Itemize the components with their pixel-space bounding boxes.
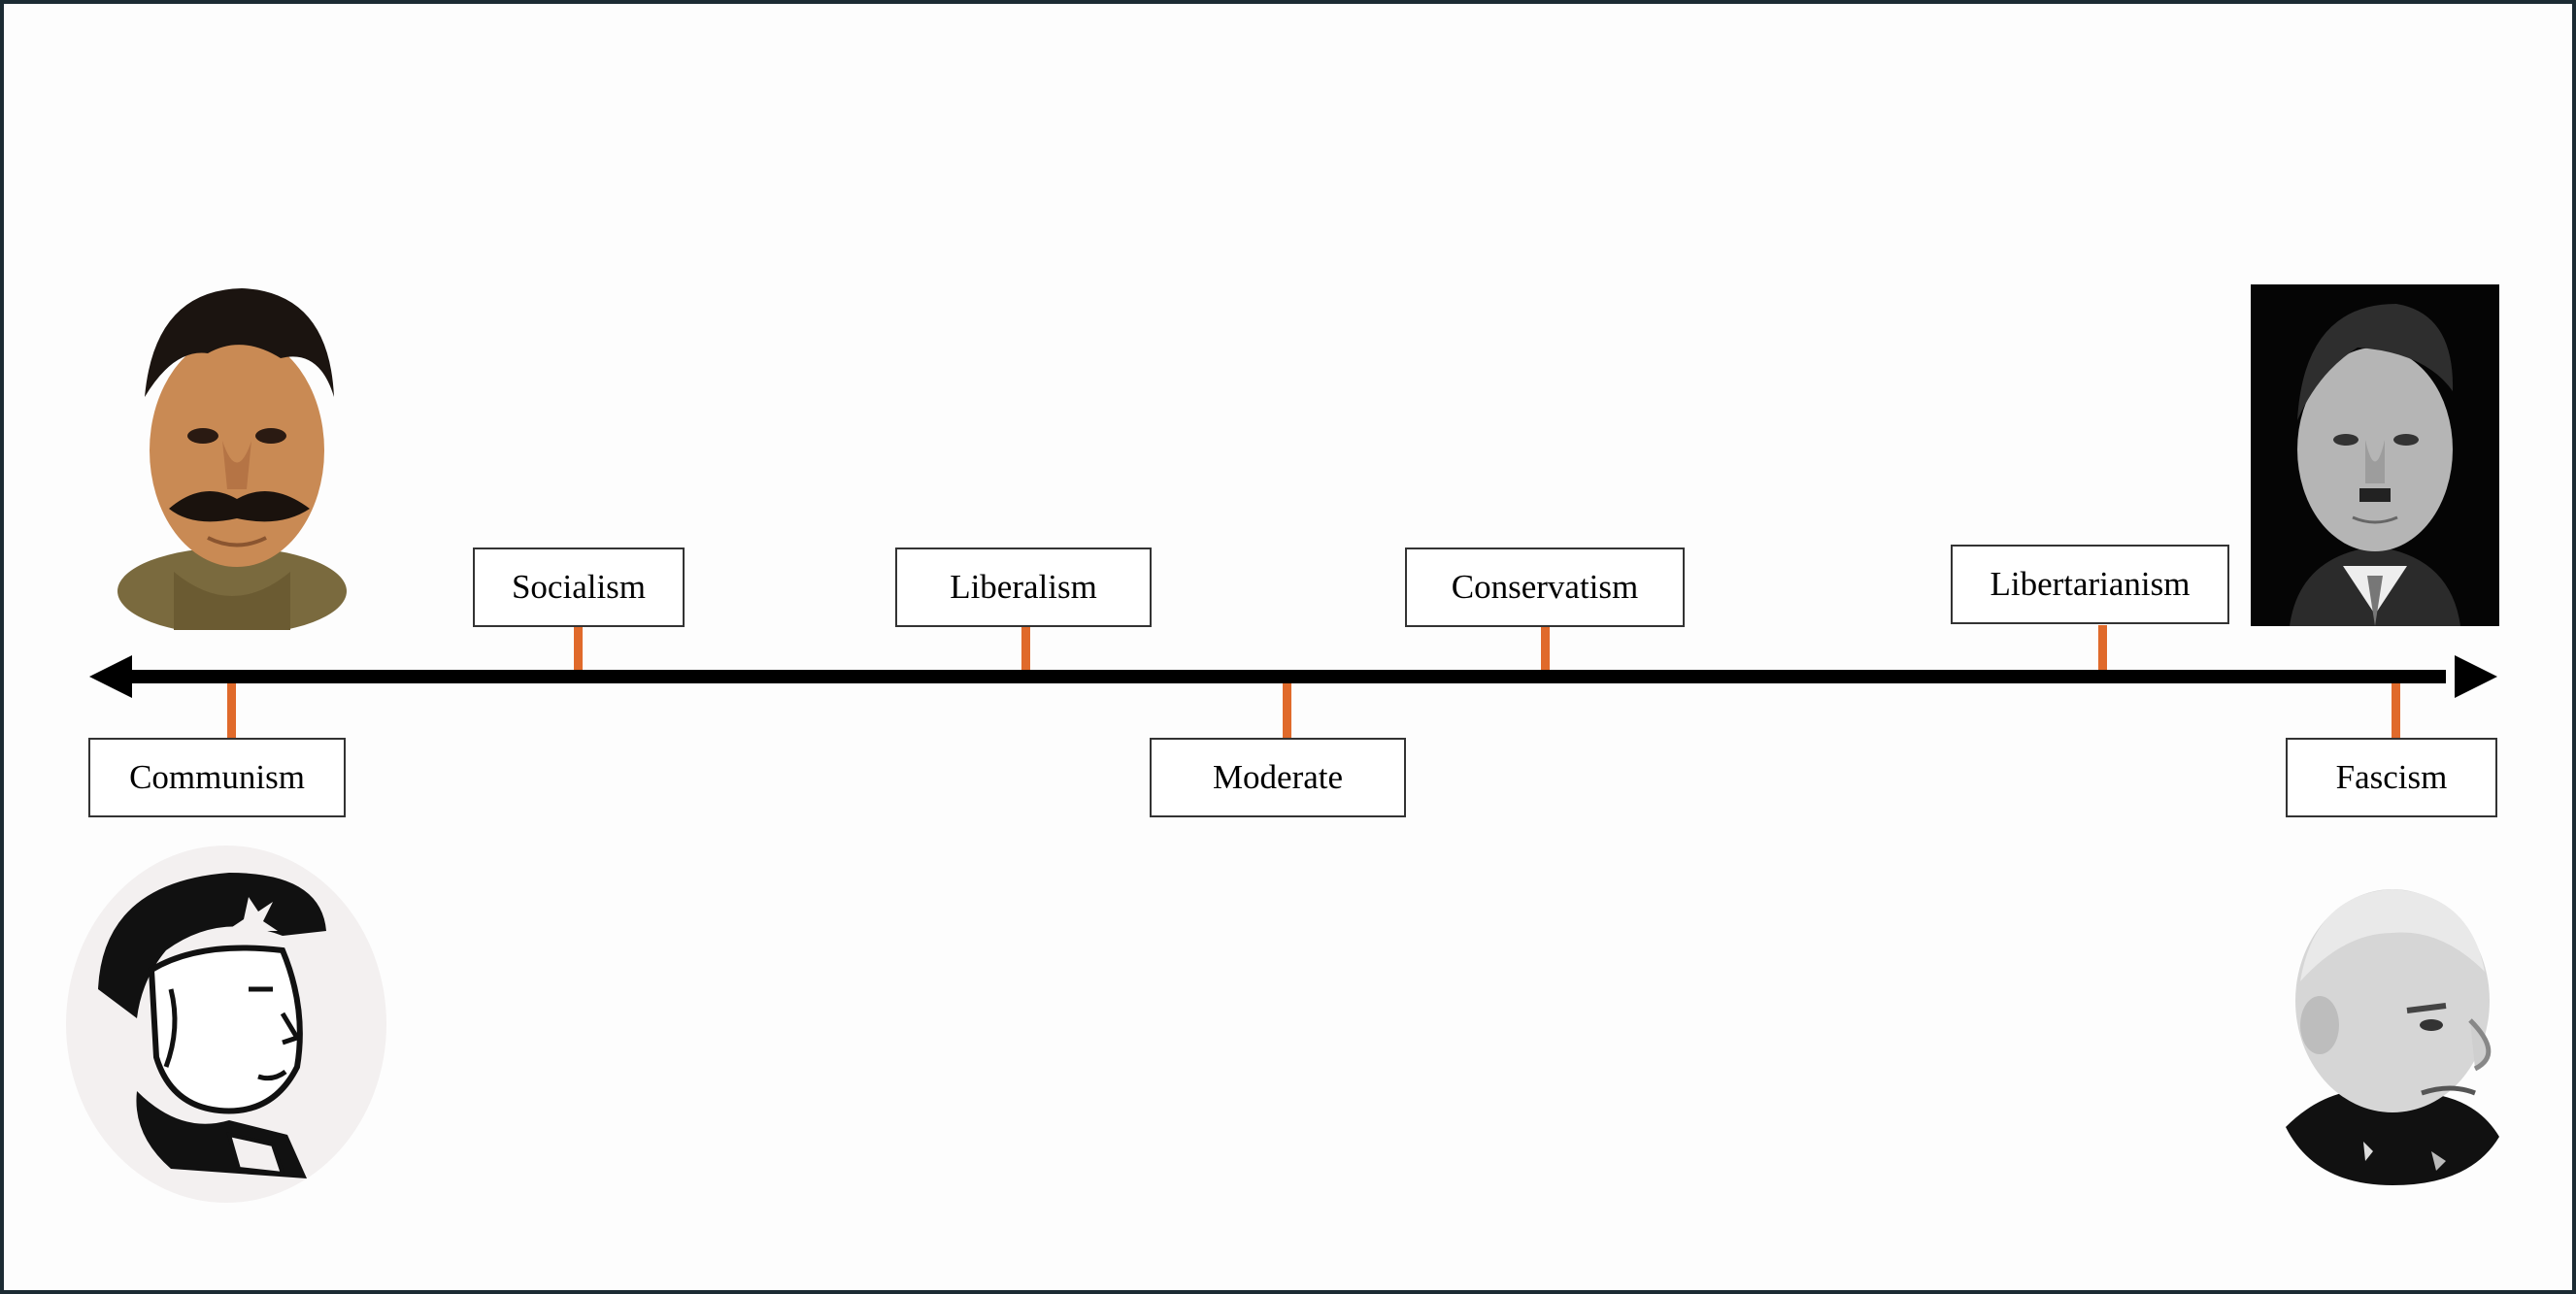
- spectrum-axis: [125, 670, 2446, 683]
- portrait-top-left: [117, 288, 347, 630]
- label-fascism: Fascism: [2286, 738, 2497, 817]
- tick-conservatism: [1541, 625, 1550, 670]
- label-conservatism: Conservatism: [1405, 547, 1685, 627]
- tick-communism: [227, 683, 236, 738]
- label-moderate: Moderate: [1150, 738, 1406, 817]
- tick-moderate: [1283, 683, 1291, 738]
- portrait-bottom-right: [2286, 889, 2499, 1185]
- label-socialism-text: Socialism: [511, 568, 647, 606]
- portrait-top-right: [2251, 284, 2499, 626]
- tick-fascism: [2392, 683, 2400, 738]
- label-liberalism: Liberalism: [895, 547, 1152, 627]
- arrow-left-icon: [89, 655, 132, 698]
- portrait-bottom-left: [66, 846, 386, 1203]
- tick-socialism: [574, 625, 583, 670]
- tick-liberalism: [1021, 625, 1030, 670]
- label-moderate-text: Moderate: [1212, 758, 1344, 796]
- label-liberalism-text: Liberalism: [950, 568, 1097, 606]
- label-fascism-text: Fascism: [2335, 758, 2448, 796]
- label-communism-text: Communism: [129, 758, 305, 796]
- label-conservatism-text: Conservatism: [1451, 568, 1639, 606]
- label-libertarianism: Libertarianism: [1951, 545, 2229, 624]
- tick-libertarianism: [2098, 625, 2107, 670]
- label-socialism: Socialism: [473, 547, 685, 627]
- label-communism: Communism: [88, 738, 346, 817]
- arrow-right-icon: [2455, 655, 2497, 698]
- label-libertarianism-text: Libertarianism: [1990, 565, 2191, 603]
